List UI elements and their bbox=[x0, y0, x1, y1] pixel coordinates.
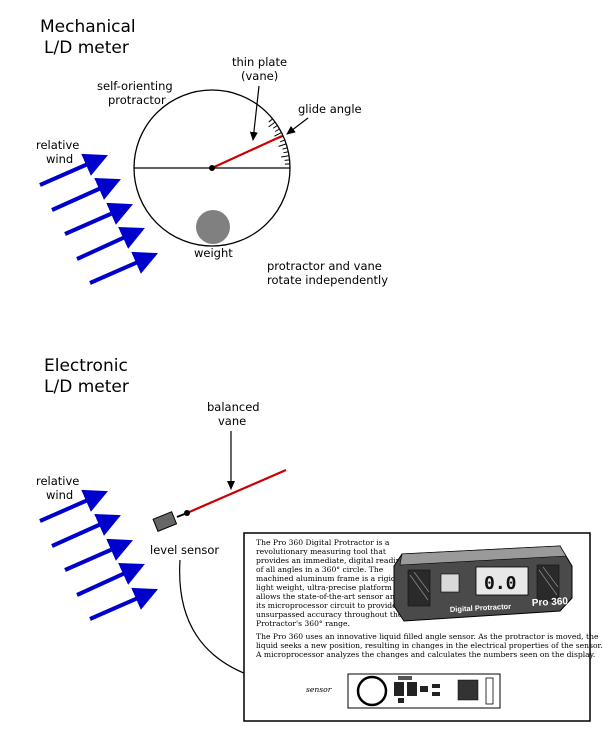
scale-tick bbox=[282, 147, 288, 150]
wind-label-line1: relative bbox=[36, 138, 79, 152]
protractor-label-line1: self-orienting bbox=[97, 79, 173, 93]
product-info-box: The Pro 360 Digital Protractor is a revo… bbox=[243, 532, 603, 722]
scale-tick bbox=[283, 151, 289, 154]
mechanical-title-line2: L/D meter bbox=[44, 38, 129, 58]
weight-label: weight bbox=[194, 246, 233, 260]
para2-line: A microprocessor analyzes the changes an… bbox=[255, 650, 595, 659]
scale-tick bbox=[268, 121, 276, 128]
vane-label-line1: thin plate bbox=[232, 55, 287, 69]
level-sensor-box bbox=[152, 511, 178, 532]
para1-line: allows the state-of-the-art sensor and bbox=[256, 592, 400, 601]
wind-arrow bbox=[89, 587, 158, 621]
para1-line: The Pro 360 Digital Protractor is a bbox=[256, 538, 390, 547]
balanced-vane-line bbox=[186, 468, 287, 515]
liquid-sensor bbox=[356, 675, 388, 707]
mechanical-section: Mechanical L/D meter self-orienting prot… bbox=[36, 17, 388, 287]
scale-tick bbox=[281, 155, 290, 158]
para1-line: unsurpassed accuracy throughout the bbox=[256, 610, 403, 619]
microprocessor-chip bbox=[457, 679, 479, 701]
para1-line: provides an immediate, digital reading bbox=[256, 556, 406, 565]
para1-line: machined aluminum frame is a rigid, bbox=[256, 574, 398, 583]
electronic-section: Electronic L/D meter balanced vane level… bbox=[36, 356, 603, 722]
wind-arrow bbox=[76, 563, 145, 597]
wind-arrow bbox=[51, 513, 121, 548]
wind-arrow bbox=[51, 177, 121, 212]
vane-line bbox=[211, 134, 283, 170]
independence-note-line1: protractor and vane bbox=[267, 259, 382, 273]
glide-angle-label: glide angle bbox=[298, 102, 362, 116]
para1-line: of all angles in a 360° circle. The bbox=[256, 565, 384, 574]
sensor-caption: sensor bbox=[306, 685, 332, 694]
wind-arrows-mechanical bbox=[39, 153, 158, 285]
vane-pointer-arrow bbox=[249, 85, 260, 141]
circuit-board bbox=[347, 673, 501, 709]
weight-ball bbox=[196, 210, 230, 244]
device-brand: Digital Protractor bbox=[450, 602, 512, 614]
wind-arrow bbox=[89, 251, 158, 285]
para2-line: The Pro 360 uses an innovative liquid fi… bbox=[256, 632, 599, 641]
balanced-vane-label-line2: vane bbox=[218, 414, 246, 428]
wind-arrow bbox=[64, 538, 133, 572]
scale-tick bbox=[272, 125, 278, 129]
para1-line: light weight, ultra-precise platform tha… bbox=[256, 583, 410, 592]
scale-tick bbox=[274, 132, 282, 137]
glide-angle-arrow bbox=[286, 117, 309, 135]
independence-note-line2: rotate independently bbox=[267, 273, 388, 287]
pivot-point bbox=[209, 165, 215, 171]
electronic-title-line1: Electronic bbox=[44, 356, 128, 376]
wind-arrow bbox=[39, 153, 108, 187]
wind-arrow bbox=[39, 489, 108, 523]
scale-tick bbox=[284, 159, 290, 161]
digital-protractor-device: 0.0 Digital Protractor Pro 360 bbox=[393, 545, 573, 622]
device-display-reading: 0.0 bbox=[484, 573, 517, 594]
para2-line: liquid seeks a new position, resulting i… bbox=[256, 641, 603, 650]
wind-label-e-line2: wind bbox=[46, 488, 73, 502]
wind-label-e-line1: relative bbox=[36, 474, 79, 488]
device-display bbox=[475, 566, 529, 596]
mechanical-title-line1: Mechanical bbox=[40, 17, 136, 37]
scale-tick bbox=[268, 118, 273, 123]
scale-tick bbox=[274, 128, 280, 132]
device-model: Pro 360 bbox=[532, 596, 569, 609]
wind-arrows-electronic bbox=[39, 489, 158, 621]
balanced-vane-label-line1: balanced bbox=[207, 400, 260, 414]
product-paragraph-2: The Pro 360 uses an innovative liquid fi… bbox=[255, 632, 603, 659]
protractor-scale-ticks bbox=[268, 118, 290, 169]
level-sensor-label: level sensor bbox=[150, 543, 219, 557]
wind-arrow bbox=[76, 227, 145, 261]
scale-tick bbox=[279, 139, 285, 143]
protractor-label-line2: protractor bbox=[108, 93, 166, 107]
scale-tick bbox=[278, 143, 287, 147]
para1-line: Protractor's 360° range. bbox=[256, 619, 350, 628]
vane-pivot bbox=[184, 510, 190, 516]
wind-label-line2: wind bbox=[46, 152, 73, 166]
electronic-title-line2: L/D meter bbox=[44, 377, 129, 397]
para1-line: revolutionary measuring tool that bbox=[256, 547, 386, 556]
wind-arrow bbox=[64, 202, 133, 236]
para1-line: its microprocessor circuit to provide bbox=[256, 601, 397, 610]
product-paragraph-1: The Pro 360 Digital Protractor is a revo… bbox=[256, 538, 410, 628]
vane-label-line2: (vane) bbox=[241, 69, 278, 83]
